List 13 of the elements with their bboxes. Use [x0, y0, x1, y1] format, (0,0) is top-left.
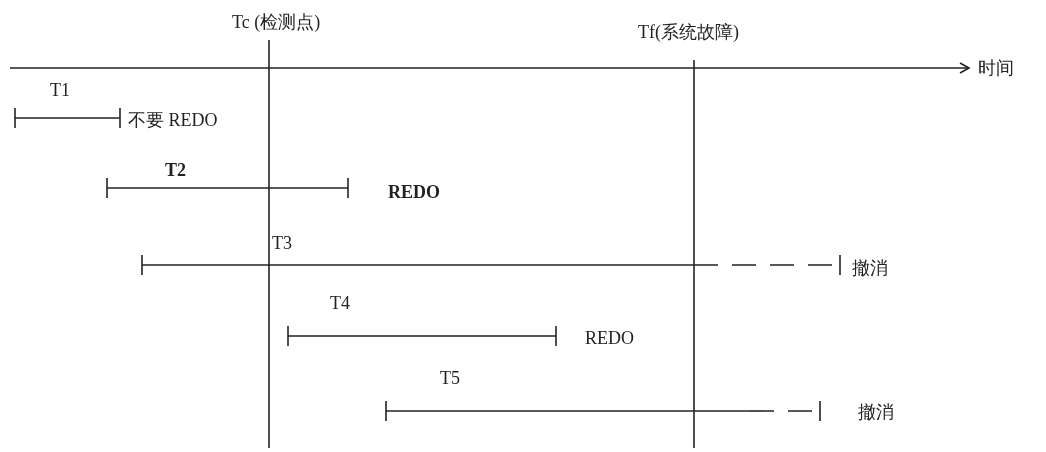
checkpoint-label: Tc (检测点) — [232, 11, 321, 33]
action-label: REDO — [585, 327, 634, 349]
action-label: 不要 REDO — [128, 109, 218, 131]
action-label: 撤消 — [852, 257, 888, 279]
action-label: REDO — [388, 181, 440, 203]
transaction-label: T4 — [330, 292, 350, 314]
action-label: 撤消 — [858, 401, 894, 423]
failure-label: Tf(系统故障) — [638, 21, 739, 43]
transaction-label: T3 — [272, 232, 292, 254]
axis-label: 时间 — [978, 57, 1014, 79]
transaction-label: T1 — [50, 79, 70, 101]
transaction-label: T5 — [440, 367, 460, 389]
transaction-label: T2 — [165, 159, 186, 181]
